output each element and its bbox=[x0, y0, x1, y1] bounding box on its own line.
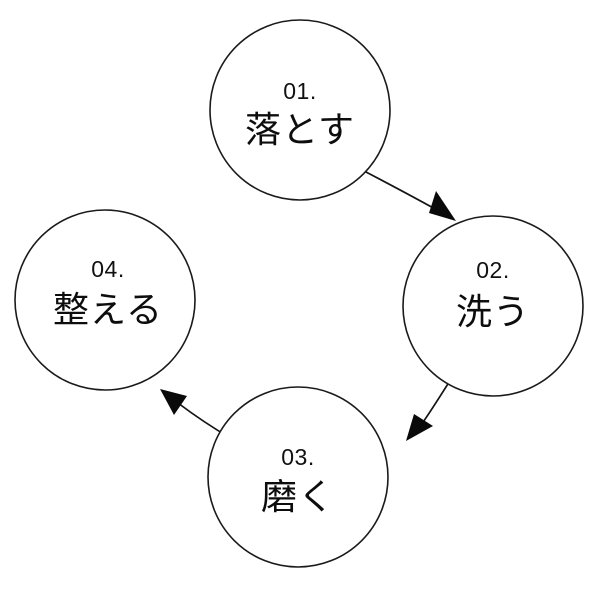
node-step-03-label: 磨く bbox=[261, 477, 335, 518]
node-step-01-number: 01. bbox=[283, 78, 316, 104]
arrow-02-03-head bbox=[406, 414, 433, 441]
arrow-01-02-head bbox=[429, 191, 456, 221]
arrow-step-02-to-step-03 bbox=[406, 378, 452, 441]
node-step-03[interactable]: 03. 磨く bbox=[207, 386, 389, 568]
node-step-04-circle[interactable] bbox=[14, 209, 196, 391]
node-step-04-number: 04. bbox=[91, 256, 124, 282]
node-step-03-number: 03. bbox=[281, 444, 314, 470]
node-step-04[interactable]: 04. 整える bbox=[14, 209, 196, 391]
arrow-03-04-head bbox=[160, 389, 187, 415]
node-step-02-label: 洗う bbox=[456, 292, 530, 333]
node-step-02-circle[interactable] bbox=[402, 215, 584, 397]
node-step-01-circle[interactable] bbox=[209, 19, 391, 201]
node-step-01-label: 落とす bbox=[245, 110, 355, 151]
arrow-step-01-to-step-02 bbox=[365, 171, 456, 221]
node-step-01[interactable]: 01. 落とす bbox=[209, 19, 391, 201]
node-step-02[interactable]: 02. 洗う bbox=[402, 215, 584, 397]
node-step-02-number: 02. bbox=[476, 257, 509, 283]
node-step-04-label: 整える bbox=[53, 290, 163, 331]
node-step-03-circle[interactable] bbox=[207, 386, 389, 568]
